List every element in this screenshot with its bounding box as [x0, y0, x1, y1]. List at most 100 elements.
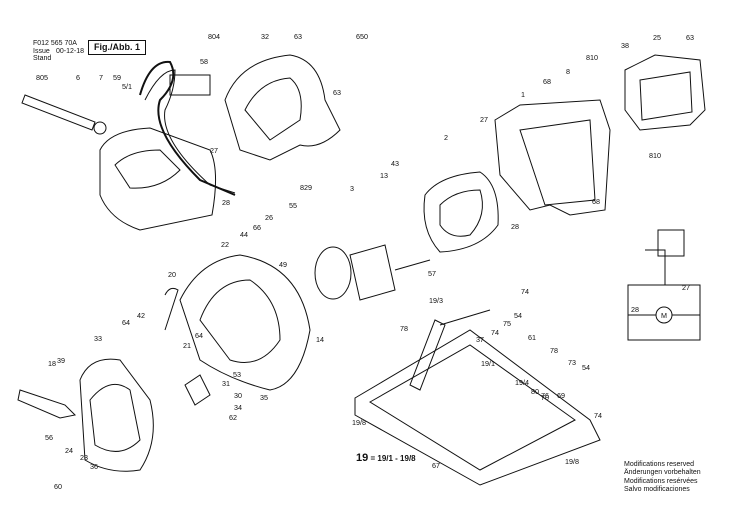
part-number-p24: 24 — [65, 446, 73, 455]
part-number-p57: 57 — [428, 269, 436, 278]
part-number-p76: 76 — [541, 391, 549, 400]
part-number-p19_1: 19/1 — [481, 359, 495, 368]
circuit-diagram — [627, 284, 701, 341]
issue-label: Issue — [33, 48, 50, 55]
part-number-p804: 804 — [208, 32, 220, 41]
part-number-p30: 30 — [234, 391, 242, 400]
formula: 19 = 19/1 - 19/8 — [356, 452, 416, 464]
note-line: Salvo modificaciones — [624, 486, 690, 494]
part-number-p35: 35 — [260, 393, 268, 402]
part-number-p74b: 74 — [491, 328, 499, 337]
part-number-p64a: 64 — [195, 331, 203, 340]
cord-sleeve — [21, 94, 96, 131]
part-number-p13: 13 — [380, 171, 388, 180]
part-number-p19_3: 19/3 — [429, 296, 443, 305]
part-number-p28a: 28 — [222, 198, 230, 207]
stand-label: Stand — [33, 55, 52, 62]
blade-guard — [79, 358, 154, 472]
note-line: Änderungen vorbehalten — [624, 469, 701, 477]
circuit-label-layer: 27 28M — [631, 283, 690, 320]
part-number-p20: 20 — [168, 270, 176, 279]
part-number-p22: 22 — [221, 240, 229, 249]
part-number-p32: 32 — [261, 32, 269, 41]
part-number-p6: 6 — [76, 73, 80, 82]
circuit-label: M — [661, 311, 667, 320]
formula-rest: = 19/1 - 19/8 — [368, 454, 416, 463]
part-number-p38: 38 — [621, 41, 629, 50]
handle-half — [224, 54, 341, 161]
part-number-p39: 39 — [57, 356, 65, 365]
upper-guard — [99, 127, 217, 231]
figure-label: Fig./Abb. 1 — [88, 40, 146, 55]
part-number-p75: 75 — [503, 319, 511, 328]
part-number-p69: 69 — [557, 391, 565, 400]
part-number-p64b: 64 — [122, 318, 130, 327]
part-number-p8: 8 — [566, 67, 570, 76]
part-number-p3: 3 — [350, 184, 354, 193]
part-number-p2: 2 — [444, 133, 448, 142]
part-number-p61: 61 — [528, 333, 536, 342]
part-number-p18: 18 — [48, 359, 56, 368]
part-number-p36: 36 — [90, 462, 98, 471]
circuit-label: 28 — [631, 305, 639, 314]
end-cap — [624, 54, 706, 131]
part-number-p78b: 78 — [550, 346, 558, 355]
part-number-p78a: 78 — [400, 324, 408, 333]
angle-bracket — [409, 319, 446, 391]
part-number-p55: 55 — [289, 201, 297, 210]
part-number-p63c: 63 — [686, 33, 694, 42]
part-number-p60: 60 — [54, 482, 62, 491]
part-number-p650: 650 — [356, 32, 368, 41]
part-number-p59: 59 — [113, 73, 121, 82]
part-number-p33: 33 — [94, 334, 102, 343]
part-number-p74a: 74 — [521, 287, 529, 296]
part-number-p1: 1 — [521, 90, 525, 99]
circuit-label: 27 — [682, 283, 690, 292]
formula-lead: 19 — [356, 452, 369, 464]
part-number-p68a: 68 — [543, 77, 551, 86]
base-plate — [354, 329, 601, 486]
armature-fan — [314, 246, 352, 300]
part-number-p810a: 810 — [586, 53, 598, 62]
part-number-p27a: 27 — [210, 146, 218, 155]
part-number-p5_1: 5/1 — [122, 82, 132, 91]
part-number-p7: 7 — [99, 73, 103, 82]
part-number-p37: 37 — [476, 335, 484, 344]
part-number-p44: 44 — [240, 230, 248, 239]
part-number-p66: 66 — [253, 223, 261, 232]
lower-guard — [179, 254, 311, 391]
note-line: Modifications reserved — [624, 461, 695, 468]
part-number-p829: 829 — [300, 183, 312, 192]
notes-block: Modifications reserved Änderungen vorbeh… — [624, 461, 701, 495]
part-number-p21: 21 — [183, 341, 191, 350]
part-number-p63a: 63 — [294, 32, 302, 41]
drawing-code: F012 565 70A — [33, 40, 77, 47]
part-number-p58: 58 — [200, 57, 208, 66]
part-number-p27b: 27 — [480, 115, 488, 124]
part-number-p14: 14 — [316, 335, 324, 344]
issue-date: 00-12-18 — [56, 48, 85, 55]
part-number-p63b: 63 — [333, 88, 341, 97]
lever — [17, 389, 77, 419]
part-number-p54a: 54 — [514, 311, 522, 320]
part-number-p80: 80 — [531, 387, 539, 396]
part-number-p54b: 54 — [582, 363, 590, 372]
part-number-p70: 70 — [541, 393, 549, 402]
part-number-p53: 53 — [233, 370, 241, 379]
part-number-p19_8b: 19/8 — [565, 457, 579, 466]
cord-wire — [139, 60, 236, 196]
part-number-p31: 31 — [222, 379, 230, 388]
part-number-p73: 73 — [568, 358, 576, 367]
part-number-p810b: 810 — [649, 151, 661, 160]
spindle — [184, 374, 211, 406]
part-number-p56: 56 — [45, 433, 53, 442]
part-number-p42: 42 — [137, 311, 145, 320]
part-number-p19_8a: 19/8 — [352, 418, 366, 427]
part-number-p74c: 74 — [594, 411, 602, 420]
part-number-p805: 805 — [36, 73, 48, 82]
part-number-p67: 67 — [432, 461, 440, 470]
part-number-p28b: 28 — [511, 222, 519, 231]
note-line: Modifications resérvées — [624, 477, 698, 485]
